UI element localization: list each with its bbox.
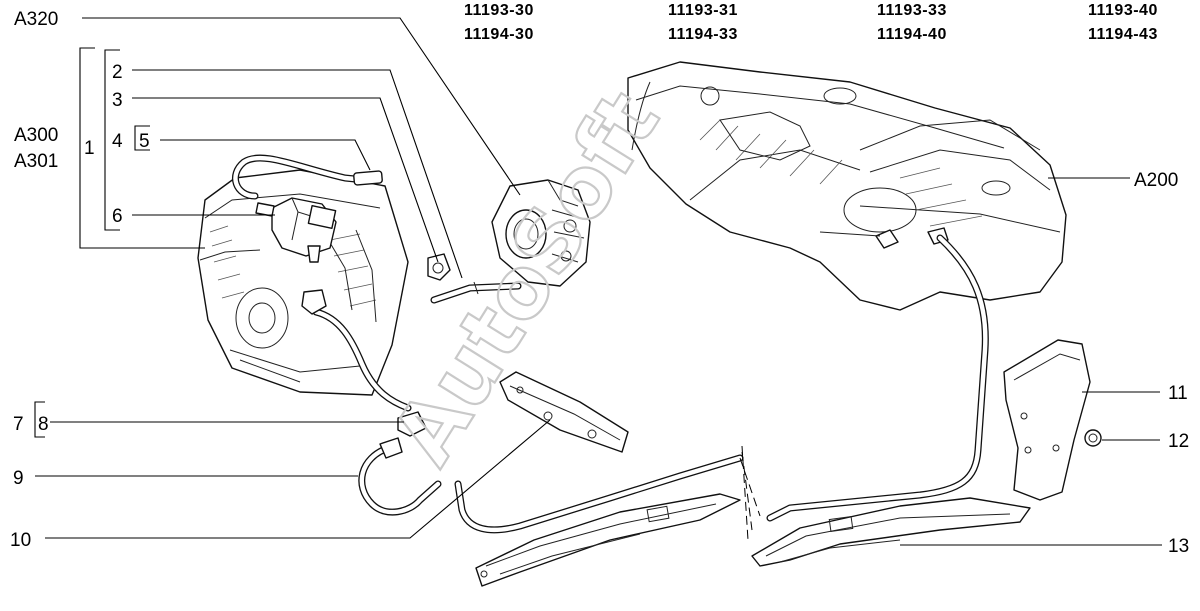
throttle-body bbox=[491, 179, 591, 287]
label-4: 4 bbox=[112, 131, 123, 152]
label-2: 2 bbox=[112, 62, 123, 83]
bracket-10 bbox=[499, 371, 629, 453]
watermark: AutoSoft bbox=[374, 75, 678, 481]
part-code: 11193-33 bbox=[877, 2, 947, 19]
fuel-tank bbox=[627, 61, 1067, 311]
callout-labels: A320 A300 A301 1 2 3 4 5 6 7 8 9 10 A200… bbox=[10, 9, 1189, 557]
leader-lines bbox=[34, 17, 1162, 546]
part-code: 11194-40 bbox=[877, 26, 947, 43]
part-code: 11193-30 bbox=[464, 2, 534, 19]
clamp-3 bbox=[427, 253, 451, 281]
label-13: 13 bbox=[1168, 536, 1189, 557]
heat-shield-11 bbox=[1003, 339, 1091, 501]
part-code: 11194-43 bbox=[1088, 26, 1158, 43]
part-code: 11194-33 bbox=[668, 26, 738, 43]
nut-12 bbox=[1084, 429, 1102, 447]
label-1: 1 bbox=[84, 138, 95, 159]
canister-hose bbox=[301, 289, 442, 516]
label-5: 5 bbox=[139, 131, 150, 152]
label-a200: A200 bbox=[1134, 170, 1178, 191]
part-code: 11193-40 bbox=[1088, 2, 1158, 19]
label-7: 7 bbox=[13, 414, 24, 435]
valve-hose bbox=[231, 154, 383, 200]
label-a301: A301 bbox=[14, 151, 58, 172]
label-12: 12 bbox=[1168, 431, 1189, 452]
part-codes: 11193-30 11193-31 11193-33 11193-40 1119… bbox=[464, 2, 1158, 43]
label-8: 8 bbox=[38, 414, 49, 435]
under-rail-left bbox=[475, 493, 741, 587]
label-a320: A320 bbox=[14, 9, 58, 30]
label-6: 6 bbox=[112, 206, 123, 227]
label-a300: A300 bbox=[14, 125, 58, 146]
purge-valve bbox=[255, 197, 337, 263]
label-10: 10 bbox=[10, 530, 31, 551]
under-rail-right bbox=[751, 497, 1031, 567]
vapour-line bbox=[454, 451, 761, 534]
engine-block bbox=[197, 169, 409, 396]
fuel-line bbox=[766, 234, 989, 522]
hose-2 bbox=[430, 281, 522, 304]
label-3: 3 bbox=[112, 90, 123, 111]
part-code: 11194-30 bbox=[464, 26, 534, 43]
label-11: 11 bbox=[1168, 383, 1188, 404]
part-code: 11193-31 bbox=[668, 2, 738, 19]
label-9: 9 bbox=[13, 468, 24, 489]
